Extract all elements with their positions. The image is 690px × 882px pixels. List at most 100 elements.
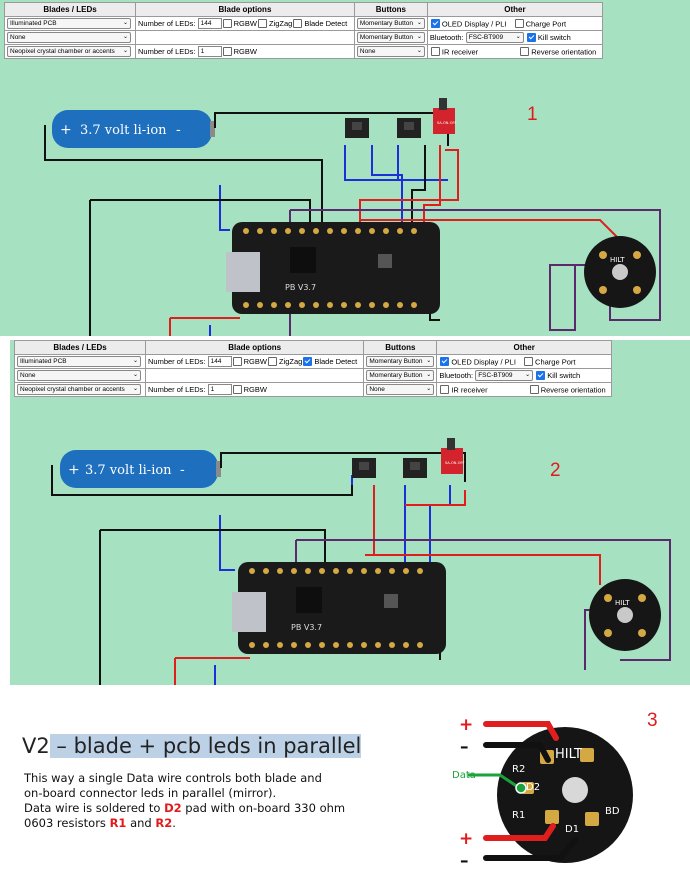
zigzag-checkbox[interactable]	[257, 19, 267, 28]
num-leds-label: Number of LEDs:	[148, 357, 206, 366]
button-select-3[interactable]: None⌄	[366, 384, 435, 395]
v2-title: V2 – blade + pcb leds in parallel	[22, 734, 362, 758]
button-select[interactable]: Momentary Button⌄	[366, 356, 435, 367]
blade-detect-checkbox[interactable]	[303, 357, 313, 366]
charge-port-label: Charge Port	[525, 19, 567, 29]
ir-checkbox[interactable]	[430, 47, 440, 57]
blade-select-2[interactable]: None⌄	[7, 32, 131, 43]
rgbw-checkbox[interactable]	[222, 19, 232, 28]
switch-label: SA-ON-OFF	[445, 461, 464, 465]
proffieboard: PB V3.7	[232, 562, 446, 654]
bluetooth-label: Bluetooth:	[429, 33, 464, 42]
board-label: PB V3.7	[285, 283, 316, 292]
ir-label: IR receiver	[441, 47, 479, 57]
pad-r1: R1	[512, 810, 525, 821]
connector-label: HILT	[610, 256, 625, 264]
blade-select[interactable]: Illuminated PCB⌄	[7, 18, 131, 29]
wire-minus-top	[483, 742, 551, 763]
hilt-detail-diagram: 3 HILT R2 D2 R1 D1 BD Data + – + –	[452, 710, 658, 871]
accent-select[interactable]: Neopixel crystal chamber or accents ⌄	[7, 46, 131, 57]
battery-plus: +	[68, 462, 80, 478]
button-select-2-value: Momentary Button	[369, 372, 423, 379]
num-leds-input[interactable]: 144	[197, 18, 222, 29]
blade-detect-label: Blade Detect	[314, 357, 358, 366]
oled-checkbox[interactable]	[440, 357, 450, 367]
reverse-checkbox[interactable]	[529, 385, 539, 395]
plus-top: +	[459, 715, 473, 735]
battery: + 3.7 volt li-ion -	[52, 110, 215, 148]
minus-top: –	[460, 737, 469, 757]
board-label: PB V3.7	[291, 623, 322, 632]
button-select-2[interactable]: Momentary Button⌄	[366, 370, 435, 381]
button-right	[397, 118, 421, 138]
r2-highlight: R2	[155, 816, 173, 830]
ir-checkbox[interactable]	[440, 385, 450, 395]
num-leds-input[interactable]: 144	[207, 356, 232, 367]
hilt-connector: HILT	[589, 579, 661, 651]
chevron-down-icon: ⌄	[416, 48, 422, 54]
accent-select-value: Neopixel crystal chamber or accents	[20, 386, 125, 393]
blade-detect-label: Blade Detect	[304, 19, 348, 28]
rgbw-checkbox-2[interactable]	[222, 47, 232, 56]
chevron-down-icon: ⌄	[426, 358, 432, 364]
button-select-2[interactable]: Momentary Button⌄	[356, 32, 425, 43]
battery-plus: +	[60, 122, 72, 138]
bluetooth-select-value: FSC-BT909	[478, 372, 513, 379]
accent-select[interactable]: Neopixel crystal chamber or accents⌄	[17, 384, 141, 395]
oled-label: OLED Display / PLI	[451, 357, 516, 367]
button-select-value: Momentary Button	[369, 358, 423, 365]
chevron-down-icon: ⌄	[132, 358, 138, 364]
blade-select[interactable]: Illuminated PCB⌄	[17, 356, 141, 367]
accent-select-value: Neopixel crystal chamber or accents	[10, 48, 115, 55]
blade-detect-checkbox[interactable]	[293, 19, 303, 28]
rgbw-checkbox[interactable]	[232, 357, 242, 366]
rgbw-label-2: RGBW	[233, 47, 257, 56]
chevron-down-icon: ⌄	[122, 20, 128, 26]
button-select[interactable]: Momentary Button⌄	[356, 18, 425, 29]
switch-label: SA-ON-OFF	[437, 121, 456, 125]
oled-checkbox[interactable]	[430, 19, 440, 29]
pad-d2: D2	[526, 782, 540, 793]
button-select-2-value: Momentary Button	[359, 34, 413, 41]
chevron-down-icon: ⌄	[122, 34, 128, 40]
config-table-2: Blades / LEDs Blade options Buttons Othe…	[14, 340, 612, 397]
reverse-label: Reverse orientation	[531, 47, 597, 57]
battery-label: 3.7 volt li-ion	[80, 123, 167, 138]
header-blade-options: Blade options	[144, 340, 365, 355]
r1-highlight: R1	[109, 816, 127, 830]
blade-select-2[interactable]: None⌄	[17, 370, 141, 381]
button-select-3[interactable]: None⌄	[356, 46, 425, 57]
button-left	[345, 118, 369, 138]
button-select-3-value: None	[369, 386, 385, 393]
chevron-down-icon: ⌄	[122, 48, 128, 54]
zigzag-checkbox[interactable]	[267, 357, 277, 366]
kill-switch-checkbox[interactable]	[526, 33, 536, 42]
bluetooth-select[interactable]: FSC-BT909⌄	[475, 370, 534, 381]
minus-bottom: –	[460, 851, 469, 871]
pad-r2: R2	[512, 764, 525, 775]
pad-d1: D1	[565, 824, 579, 835]
charge-port-checkbox[interactable]	[514, 19, 524, 29]
proffieboard: PB V3.7	[226, 222, 440, 314]
desc-line-2: on-board connector leds in parallel (mir…	[24, 786, 277, 800]
num-leds-input-2[interactable]: 1	[207, 384, 232, 395]
kill-switch-checkbox[interactable]	[536, 371, 546, 380]
reverse-checkbox[interactable]	[520, 47, 530, 57]
desc-line-3b: pad with on-board 330 ohm	[181, 801, 346, 815]
hilt-connector: HILT	[584, 236, 656, 308]
connector-label: HILT	[615, 599, 630, 607]
charge-port-checkbox[interactable]	[524, 357, 534, 367]
rgbw-checkbox-2[interactable]	[232, 385, 242, 394]
bluetooth-select[interactable]: FSC-BT909⌄	[465, 32, 524, 43]
wiring-panel-1: Blades / LEDs Blade options Buttons Othe…	[0, 0, 690, 336]
wire-plus-top	[483, 721, 559, 741]
button-select-value: Momentary Button	[359, 20, 413, 27]
wire-plus-bottom	[483, 823, 556, 841]
d2-highlight: D2	[164, 801, 182, 815]
zigzag-label: ZigZag	[278, 357, 303, 366]
rgbw-label: RGBW	[233, 19, 257, 28]
num-leds-input-2[interactable]: 1	[197, 46, 222, 57]
wire-minus-bottom	[483, 837, 578, 861]
desc-and: and	[126, 816, 156, 830]
desc-line-1: This way a single Data wire controls bot…	[24, 771, 322, 785]
